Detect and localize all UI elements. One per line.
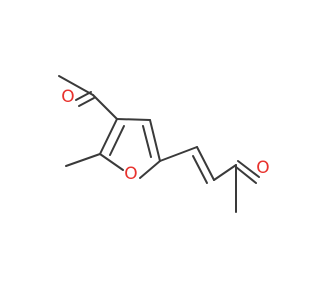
bond-ring-c3-c2-inner [109, 125, 125, 156]
bond-ring-o-c5 [139, 160, 161, 179]
bond-acetyl-carbonyl-inner [78, 97, 95, 107]
bond-ring-methyl [65, 153, 101, 167]
bond-vinyl-double-outer [196, 146, 215, 181]
structure-canvas: O O O [58, 75, 270, 213]
oxygen-ketone-label: O [256, 158, 269, 178]
bond-acetyl-carbonyl-outer [75, 91, 92, 101]
molecule-drawing: O O O [58, 75, 270, 213]
bond-acetyl-to-ring [92, 94, 118, 120]
bond-vinyl-double-inner [192, 155, 208, 184]
bond-ring-c5-c4-inner [142, 125, 152, 158]
oxygen-acetyl-label: O [61, 87, 74, 107]
oxygen-ring-label: O [124, 164, 137, 184]
bond-vinyl-to-carbonyl [213, 164, 237, 181]
bond-ring-c2-o [99, 153, 124, 171]
bond-ring-to-vinyl [159, 146, 198, 162]
bond-ketone-carbonyl-outer [235, 166, 257, 184]
bond-ring-c5-c4 [149, 119, 161, 162]
bond-methyl-to-acetyl-carbon [58, 75, 94, 96]
bond-ring-c4-c3 [116, 118, 151, 121]
bond-ring-c3-c2 [99, 118, 118, 155]
bond-ketone-carbonyl-inner [237, 160, 260, 178]
